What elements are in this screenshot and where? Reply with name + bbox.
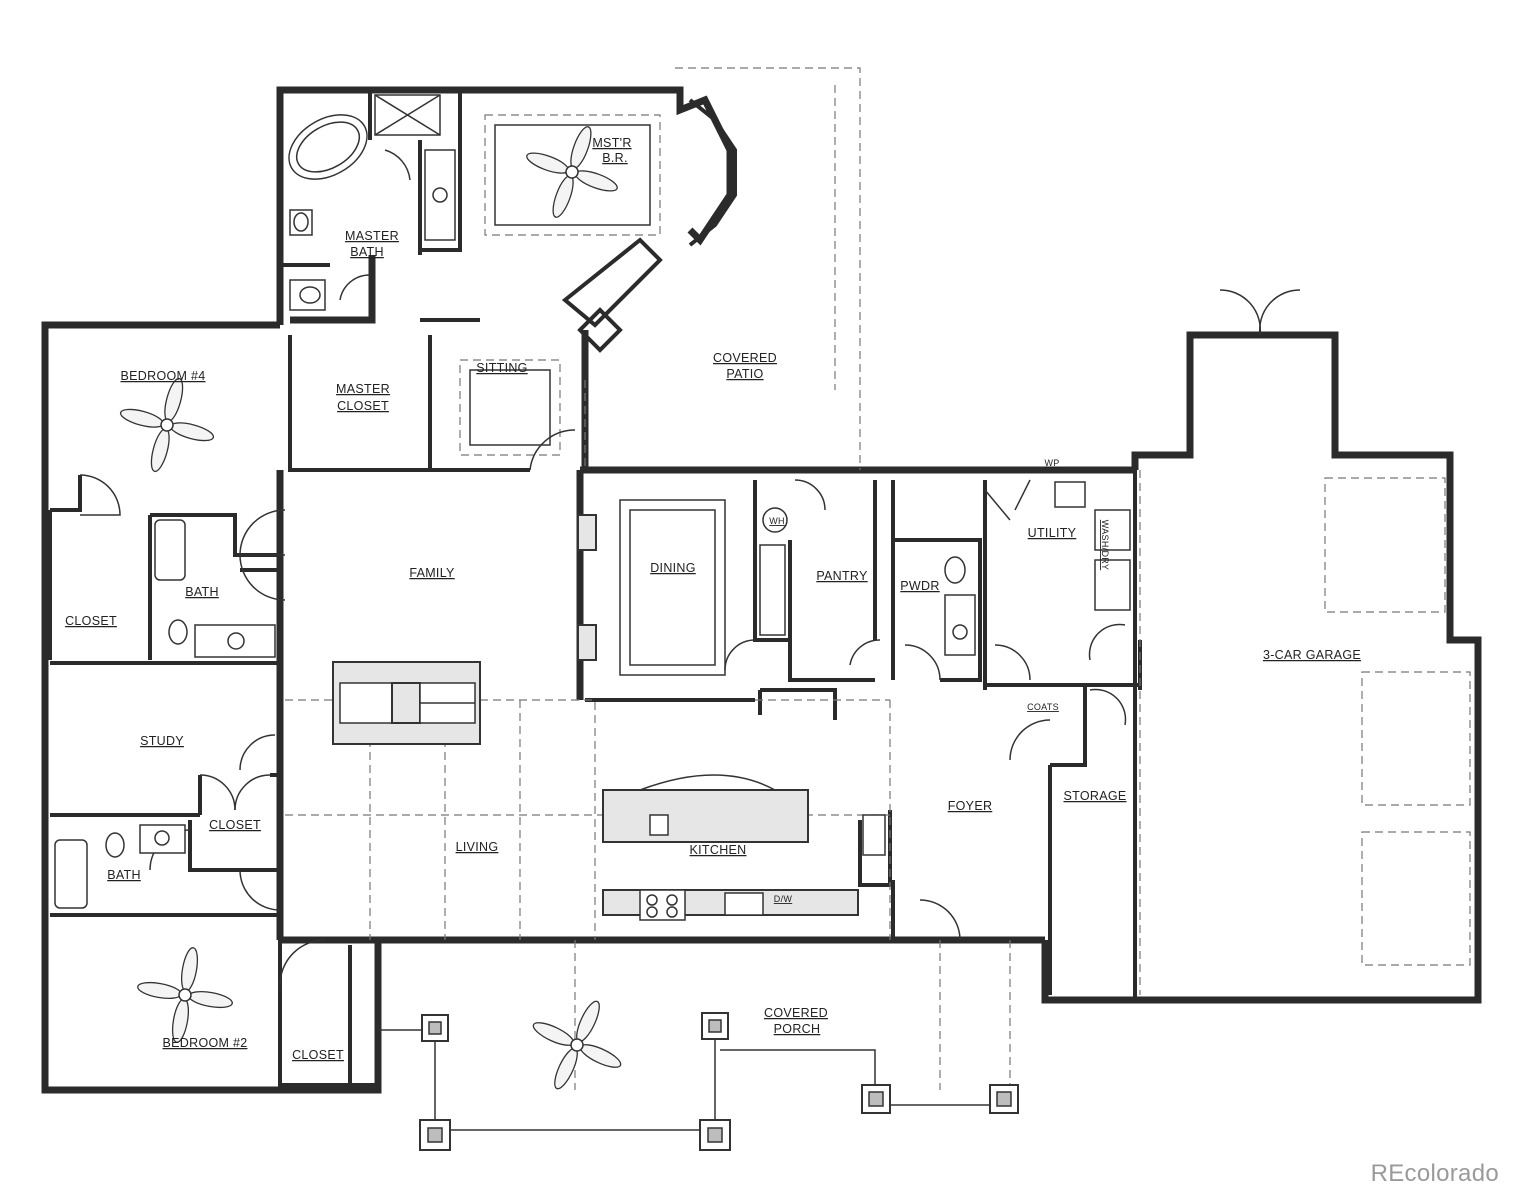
pantry-label: PANTRY [816, 569, 868, 583]
master-bath-label-2: BATH [350, 245, 384, 259]
covered-porch-label: COVERED [764, 1006, 828, 1020]
sitting-label: SITTING [476, 361, 527, 375]
bath-upper-label: BATH [185, 585, 219, 599]
utility-label: UTILITY [1028, 526, 1077, 540]
exterior-walls [41, 86, 1482, 1094]
ceiling-fan-icon [526, 126, 618, 218]
garage-label: 3-CAR GARAGE [1263, 648, 1361, 662]
closet-left-label: CLOSET [65, 614, 117, 628]
closet-mid-label: CLOSET [209, 818, 261, 832]
master-bath-label: MASTER [345, 229, 399, 243]
fixtures [54, 94, 1131, 921]
master-closet-label-2: CLOSET [337, 399, 389, 413]
master-closet-label: MASTER [336, 382, 390, 396]
foyer-label: FOYER [948, 799, 993, 813]
kitchen-label: KITCHEN [690, 843, 747, 857]
closet-lower-label: CLOSET [292, 1048, 344, 1062]
interior-walls [48, 90, 1142, 1090]
ceiling-fan-icon [119, 377, 215, 473]
study-label: STUDY [140, 734, 184, 748]
ceiling-fan-icon [137, 947, 233, 1043]
dining-label: DINING [650, 561, 696, 575]
storage-label: STORAGE [1064, 789, 1127, 803]
coats-label: COATS [1027, 702, 1059, 712]
doors [79, 149, 1301, 986]
wh-label: WH [769, 516, 785, 526]
ceiling-fan-icon [532, 1000, 622, 1090]
family-label: FAMILY [409, 566, 455, 580]
living-label: LIVING [456, 840, 499, 854]
covered-porch-label-2: PORCH [774, 1022, 821, 1036]
wp-label: WP [1044, 458, 1059, 468]
bedroom-2-label: BEDROOM #2 [163, 1036, 248, 1050]
watermark-logo: REcolorado [1370, 1160, 1499, 1187]
covered-patio-label-2: PATIO [726, 367, 763, 381]
washdry-label: WASH/DRY [1100, 520, 1110, 570]
covered-patio-label: COVERED [713, 351, 777, 365]
room-labels: MST'R B.R. MASTER BATH COVERED PATIO BED… [65, 136, 1361, 1062]
dw-label: D/W [774, 894, 793, 904]
mstr-br-label: MST'R [592, 136, 631, 150]
bedroom-4-label: BEDROOM #4 [121, 369, 206, 383]
bath-lower-label: BATH [107, 868, 141, 882]
mstr-br-label-2: B.R. [602, 151, 628, 165]
pwdr-label: PWDR [900, 579, 939, 593]
porch-posts [378, 1012, 1019, 1151]
